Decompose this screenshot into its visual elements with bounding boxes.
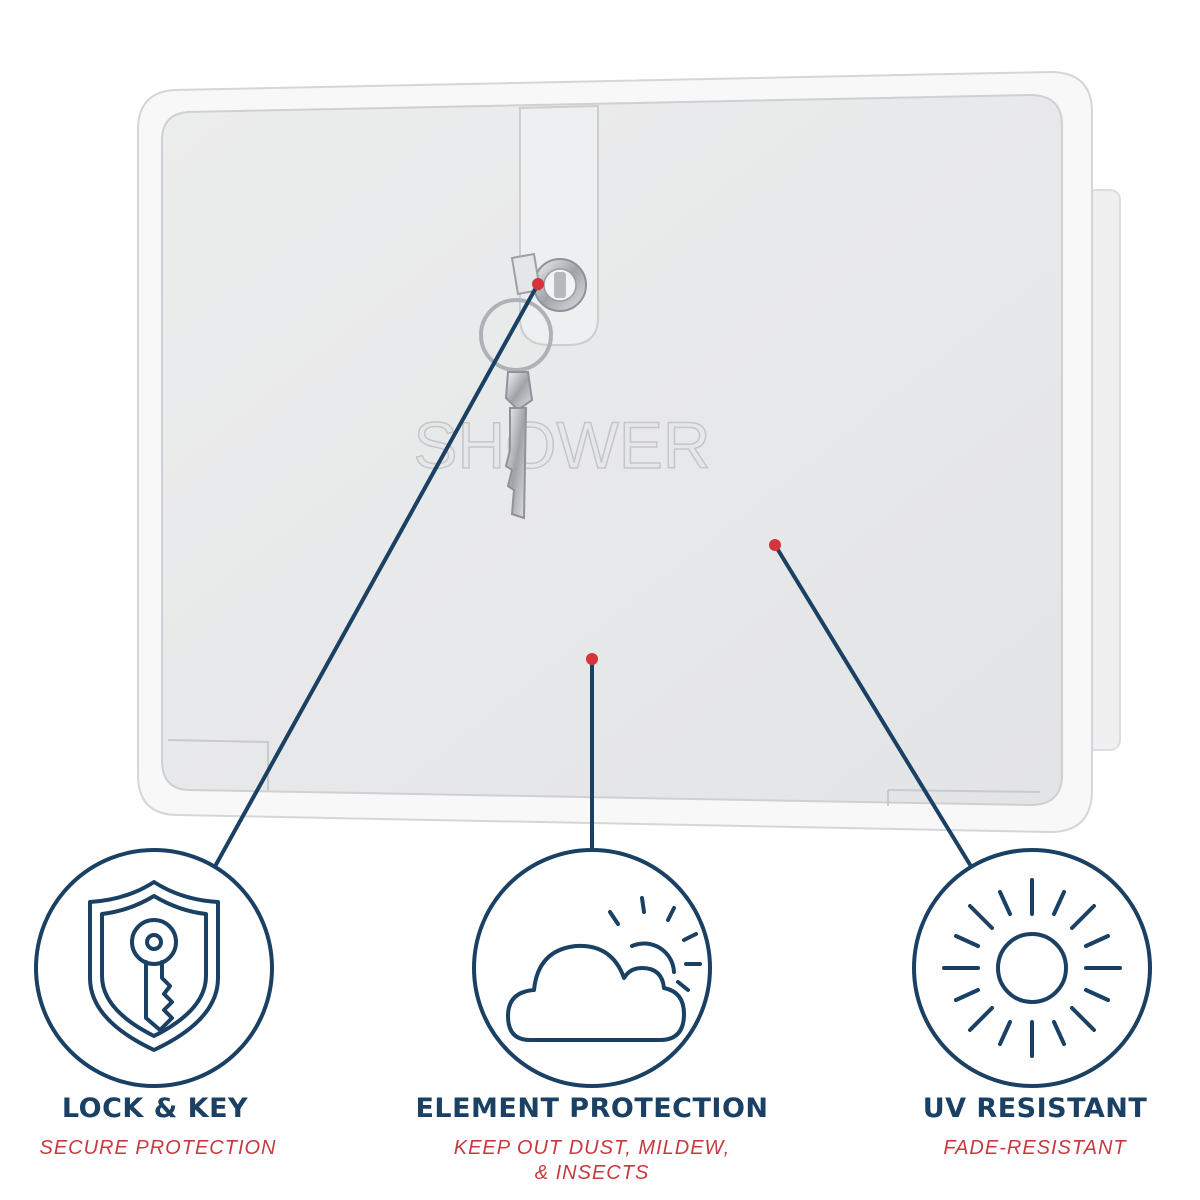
feature-title-element: ELEMENT PROTECTION [415, 1093, 769, 1124]
feature-title-lock: LOCK & KEY [61, 1093, 249, 1124]
lock-cylinder[interactable] [533, 258, 587, 312]
callout-line-lock [211, 283, 540, 871]
badge-circle-lock [34, 848, 274, 1088]
cloud-sun-icon [506, 896, 702, 1042]
shield-key-icon [88, 880, 220, 1052]
shower-door: SHOWER [137, 70, 1121, 834]
callout-line-uv [773, 543, 974, 870]
sun-icon [942, 878, 1122, 1058]
callout-dot-uv [769, 539, 781, 551]
door-bottom-lip-right [887, 789, 1041, 806]
callout-dot-element [586, 653, 598, 665]
badge-circle-element [472, 848, 712, 1088]
feature-subtitle-element-line1: KEEP OUT DUST, MILDEW, [453, 1137, 731, 1159]
callout-lines [211, 283, 974, 871]
feature-subtitle-element-line2: & INSECTS [534, 1162, 650, 1184]
feature-badges [34, 848, 1152, 1088]
feature-subtitle-uv: FADE-RESISTANT [943, 1137, 1127, 1159]
feature-subtitle-lock: SECURE PROTECTION [39, 1137, 277, 1159]
callout-dots [532, 278, 781, 665]
feature-title-uv: UV RESISTANT [922, 1093, 1148, 1124]
callout-dot-lock [532, 278, 544, 290]
door-panel [161, 93, 1063, 807]
embossed-label: SHOWER [414, 408, 711, 482]
